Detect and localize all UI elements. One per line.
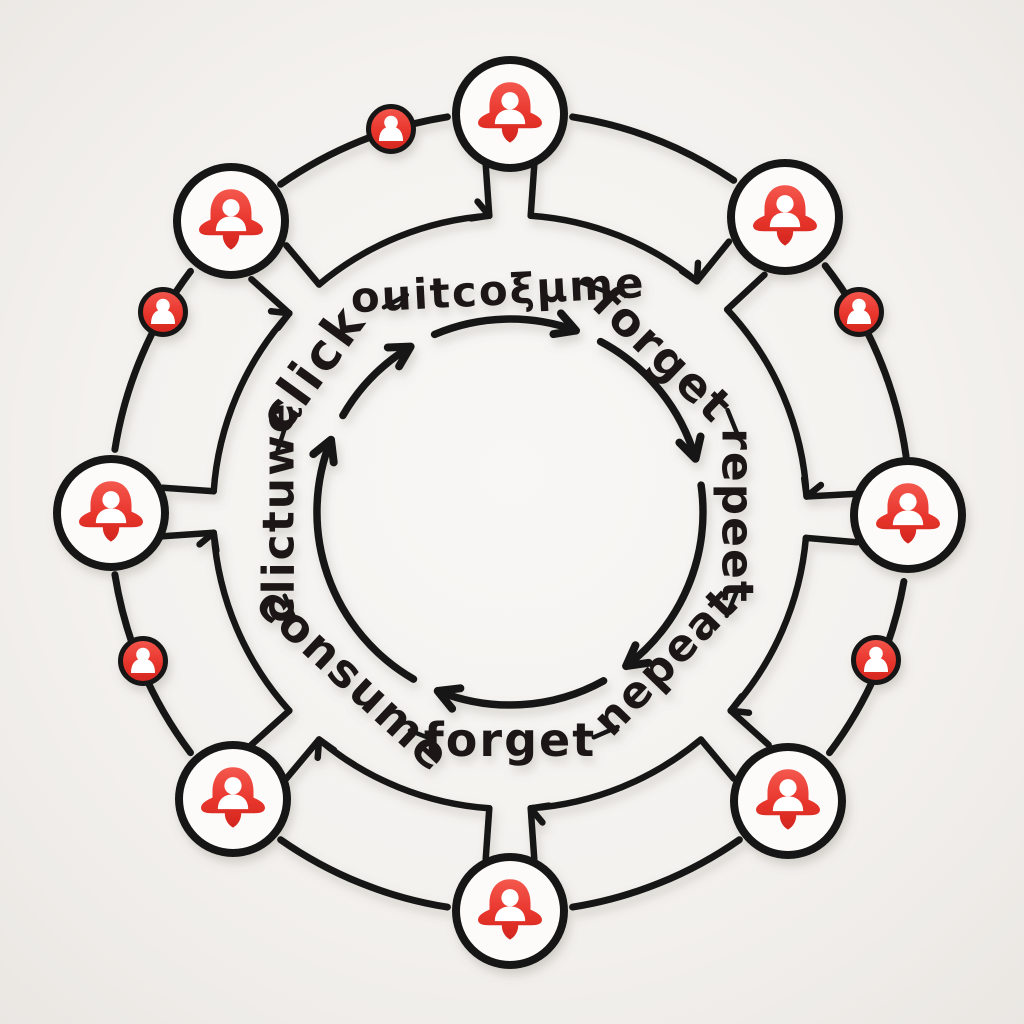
user-node-bottom-right bbox=[730, 743, 846, 859]
person-icon bbox=[156, 298, 170, 313]
cycle-word-click-left: clictuwę bbox=[253, 401, 304, 622]
cycle-word-repeat-lower: nepeat bbox=[583, 577, 748, 746]
middle-ring-connectors bbox=[159, 161, 861, 863]
person-icon bbox=[384, 115, 398, 130]
person-bead bbox=[834, 287, 884, 337]
person-icon bbox=[869, 646, 883, 661]
cycle-word-repeat-right: repeet bbox=[712, 428, 763, 604]
person-bead bbox=[138, 287, 188, 337]
person-icon bbox=[136, 647, 150, 662]
word-separator-dashes bbox=[275, 280, 740, 743]
cycle-arrowhead bbox=[309, 309, 705, 713]
user-node-top-left bbox=[173, 163, 289, 279]
user-node-bottom bbox=[452, 853, 568, 969]
cycle-word-forget-bottom: forget bbox=[424, 713, 596, 767]
user-node-top-right bbox=[727, 159, 843, 275]
person-beads bbox=[118, 104, 901, 686]
inner-cycle-arrows bbox=[309, 309, 707, 713]
person-bead bbox=[366, 104, 416, 154]
user-node-top bbox=[452, 56, 568, 172]
user-node-bottom-left bbox=[175, 741, 291, 857]
cycle-word-forget-top: forget bbox=[582, 275, 744, 434]
person-bead bbox=[851, 635, 901, 685]
person-icon bbox=[852, 298, 866, 313]
outer-user-nodes bbox=[53, 56, 966, 969]
user-node-left bbox=[53, 455, 169, 571]
user-node-right bbox=[850, 457, 966, 573]
ring-arrowhead bbox=[196, 198, 825, 826]
person-bead bbox=[118, 636, 168, 686]
